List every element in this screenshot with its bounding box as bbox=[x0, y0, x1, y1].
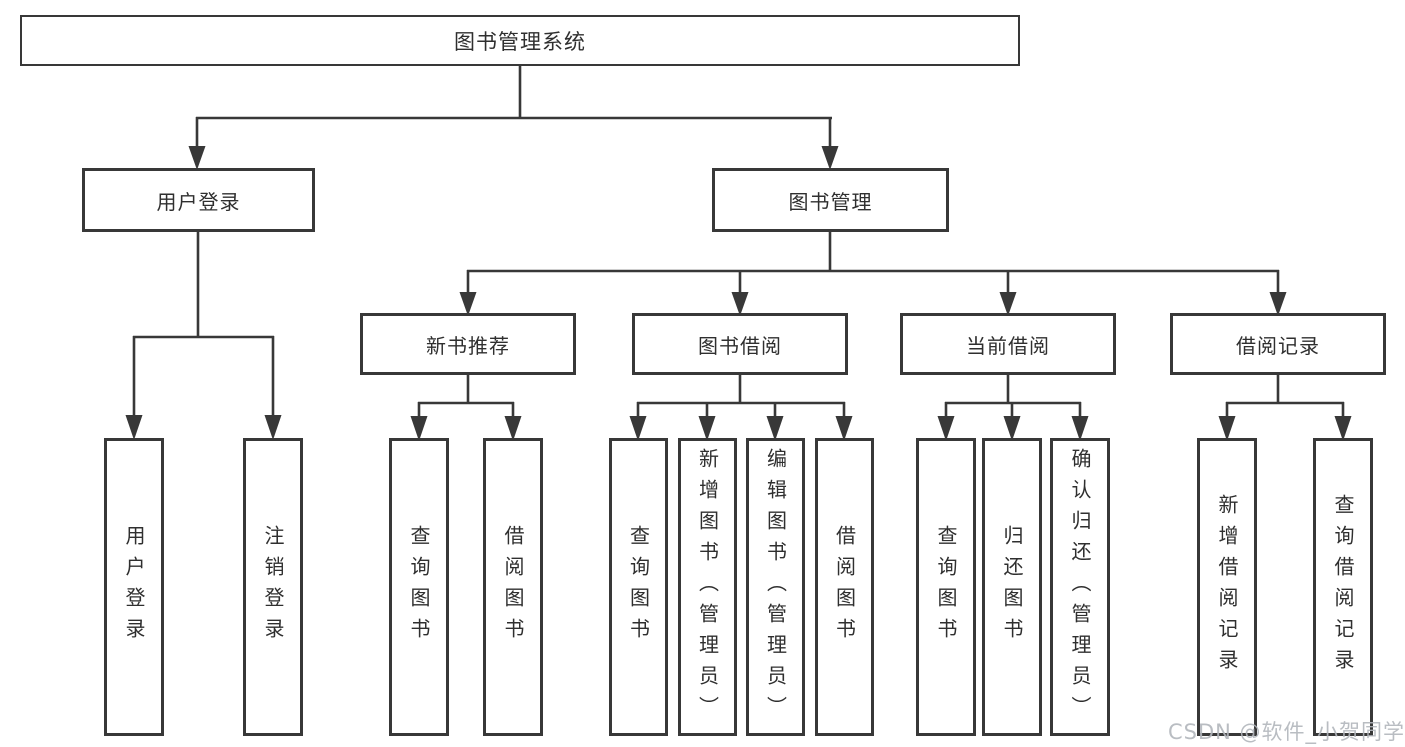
node-book-management: 图书管理 bbox=[712, 168, 949, 232]
leaf-bb-add-books-admin: 新增图书（管理员） bbox=[678, 438, 737, 736]
leaf-nbr-query-books: 查询图书 bbox=[389, 438, 449, 736]
leaf-nbr-borrow-books: 借阅图书 bbox=[483, 438, 543, 736]
leaf-bb-edit-books-admin: 编辑图书（管理员） bbox=[746, 438, 805, 736]
leaf-cb-query-books: 查询图书 bbox=[916, 438, 976, 736]
node-user-login-label: 用户登录 bbox=[156, 189, 241, 214]
node-book-management-label: 图书管理 bbox=[788, 189, 873, 214]
node-borrowing-records: 借阅记录 bbox=[1170, 313, 1386, 375]
leaf-cb-return-books: 归还图书 bbox=[982, 438, 1042, 736]
node-book-borrowing: 图书借阅 bbox=[632, 313, 848, 375]
leaf-cb-confirm-return-admin: 确认归还（管理员） bbox=[1050, 438, 1110, 736]
leaf-bb-borrow-books: 借阅图书 bbox=[815, 438, 874, 736]
node-root-label: 图书管理系统 bbox=[454, 29, 586, 54]
node-user-login: 用户登录 bbox=[82, 168, 315, 232]
node-new-book-recommendation: 新书推荐 bbox=[360, 313, 576, 375]
leaf-br-add-record: 新增借阅记录 bbox=[1197, 438, 1257, 736]
leaf-user-login: 用户登录 bbox=[104, 438, 164, 736]
node-current-borrowing-label: 当前借阅 bbox=[966, 333, 1050, 358]
node-new-book-recommendation-label: 新书推荐 bbox=[426, 333, 510, 358]
leaf-br-query-record: 查询借阅记录 bbox=[1313, 438, 1373, 736]
leaf-logout: 注销登录 bbox=[243, 438, 303, 736]
node-book-borrowing-label: 图书借阅 bbox=[698, 333, 782, 358]
watermark: CSDN @软件_小贺同学 bbox=[1168, 720, 1405, 744]
node-root: 图书管理系统 bbox=[20, 15, 1020, 66]
node-borrowing-records-label: 借阅记录 bbox=[1236, 333, 1320, 358]
leaf-bb-query-books: 查询图书 bbox=[609, 438, 668, 736]
node-current-borrowing: 当前借阅 bbox=[900, 313, 1116, 375]
